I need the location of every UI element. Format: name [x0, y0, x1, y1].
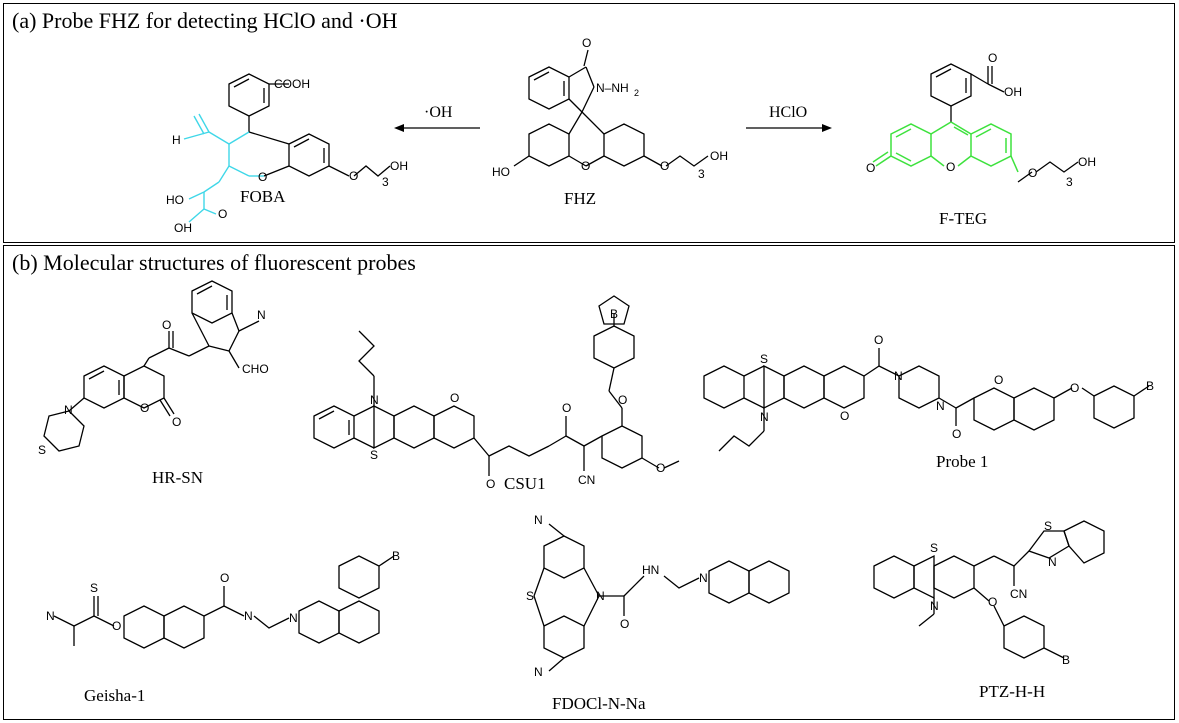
geisha-boron-label: B	[392, 549, 400, 563]
ptz-ether-o: O	[988, 595, 997, 609]
fdocl-imide-n: N	[699, 571, 708, 585]
csu1-structure: N S O O O CN O B O	[313, 295, 680, 491]
fdocl-top-n: N	[534, 513, 543, 527]
fhz-subscript-3: 3	[698, 167, 705, 181]
foba-structure: COOH H O O OH HO O OH 3	[166, 73, 408, 235]
fdocl-ptz-n: N	[596, 589, 605, 603]
fteg-ring-o: O	[946, 160, 955, 174]
foba-keto-o-label: O	[218, 207, 227, 221]
ptz-boron-label: B	[1062, 653, 1070, 667]
probe1-label: Probe 1	[936, 452, 989, 471]
csu1-ring-o: O	[450, 391, 459, 405]
foba-oh2-label: OH	[174, 221, 192, 235]
foba-label: FOBA	[240, 187, 286, 206]
geisha-s-label: S	[90, 581, 98, 595]
fhz-ether-o: O	[660, 159, 669, 173]
probe1-ring-o: O	[840, 409, 849, 423]
probe1-coumarin-o: O	[994, 373, 1003, 387]
csu1-n-label: N	[370, 393, 379, 407]
panel-b-probe-structures: (b) Molecular structures of fluorescent …	[3, 245, 1175, 720]
fdocl-n-na-structure: N S N O HN N N	[526, 513, 790, 679]
fdocl-s-label: S	[526, 589, 534, 603]
fteg-label: F-TEG	[939, 209, 988, 228]
probe1-amide-o: O	[874, 333, 883, 347]
hclo-arrow-label: HClO	[769, 104, 808, 121]
foba-h-label: H	[172, 133, 181, 147]
foba-subscript-3: 3	[382, 175, 389, 189]
hr-sn-ring-o: O	[140, 401, 149, 415]
fhz-nh2-subscript: 2	[634, 88, 639, 98]
oh-arrow-label: ·OH	[424, 104, 453, 121]
fhz-carbonyl-o: O	[582, 36, 591, 50]
hclo-reaction-arrow	[746, 124, 832, 132]
fdocl-hn-label: HN	[642, 563, 659, 577]
fhz-label: FHZ	[564, 189, 597, 208]
fteg-keto-o: O	[866, 161, 875, 175]
panel-a-fhz-probe: (a) Probe FHZ for detecting HClO and ·OH	[3, 3, 1175, 243]
ptz-s-label: S	[930, 541, 938, 555]
hr-sn-quinoline-n: N	[257, 308, 266, 322]
probe1-amide2-o: O	[952, 427, 961, 441]
fhz-nnh2-label: N–NH	[596, 81, 629, 95]
fteg-carbonyl-o: O	[988, 51, 997, 65]
csu1-label: CSU1	[504, 474, 546, 493]
fhz-structure: O N–NH 2 O HO O OH 3	[492, 36, 728, 181]
csu1-s-label: S	[370, 448, 378, 462]
foba-ether-o-label: O	[349, 169, 358, 183]
ptz-thiazole-n: N	[1048, 555, 1057, 569]
foba-oh-label: OH	[390, 159, 408, 173]
fdocl-n-na-label: FDOCl-N-Na	[552, 694, 646, 713]
fdocl-bottom-n: N	[534, 665, 543, 679]
hr-sn-structure: N CHO O O O N S	[38, 280, 269, 457]
hr-sn-amine-n: N	[64, 403, 73, 417]
panel-b-title: (b) Molecular structures of fluorescent …	[12, 250, 416, 275]
geisha-thiocarbamate-o: O	[112, 619, 121, 633]
probe1-pip-n1: N	[894, 369, 903, 383]
fteg-structure: O OH O O O OH 3	[866, 51, 1096, 189]
probe1-ptz-n: N	[760, 410, 769, 424]
hr-sn-keto-o: O	[162, 318, 171, 332]
hr-sn-cho-label: CHO	[242, 362, 269, 376]
csu1-benzyl-o: O	[618, 393, 627, 407]
probe1-structure: S N O O N N O O O B	[703, 333, 1154, 452]
ptz-h-h-structure: S N S N CN O B	[873, 519, 1105, 667]
foba-cooh-label: COOH	[274, 77, 310, 91]
hr-sn-lactone-o: O	[172, 415, 181, 429]
fteg-ether-o: O	[1028, 166, 1037, 180]
probe1-ether-o: O	[1070, 381, 1079, 395]
geisha-1-label: Geisha-1	[84, 686, 146, 705]
geisha-imide-n: N	[289, 611, 298, 625]
ptz-thiazole-s: S	[1044, 519, 1052, 533]
geisha-amine-n: N	[46, 609, 55, 623]
probe1-boron-label: B	[1146, 379, 1154, 393]
hr-sn-thio-s: S	[38, 443, 46, 457]
geisha-amide-o: O	[220, 571, 229, 585]
ptz-cn-label: CN	[1010, 587, 1027, 601]
foba-ring-o-label: O	[258, 170, 267, 184]
probe1-pip-n2: N	[936, 399, 945, 413]
hr-sn-label: HR-SN	[152, 468, 204, 487]
csu1-ester-o: O	[486, 477, 495, 491]
ptz-n-label: N	[930, 599, 939, 613]
fteg-subscript-3: 3	[1066, 175, 1073, 189]
fhz-ring-o: O	[581, 159, 590, 173]
csu1-boron-label: B	[610, 307, 618, 321]
csu1-methoxy-o: O	[656, 461, 665, 475]
fdocl-urea-o: O	[620, 617, 629, 631]
fhz-oh-label: OH	[710, 149, 728, 163]
ptz-h-h-label: PTZ-H-H	[979, 682, 1046, 701]
foba-ho-label: HO	[166, 193, 184, 207]
probe1-s-label: S	[760, 352, 768, 366]
fhz-ho-label: HO	[492, 165, 510, 179]
fteg-acid-oh: OH	[1004, 85, 1022, 99]
oh-reaction-arrow	[394, 124, 480, 132]
geisha-nh-n: N	[244, 609, 253, 623]
csu1-ester2-o: O	[562, 401, 571, 415]
fteg-oh-label: OH	[1078, 155, 1096, 169]
csu1-cn-label: CN	[578, 473, 595, 487]
panel-a-title: (a) Probe FHZ for detecting HClO and ·OH	[12, 8, 398, 33]
geisha-1-structure: S N O O N N B	[46, 549, 400, 649]
